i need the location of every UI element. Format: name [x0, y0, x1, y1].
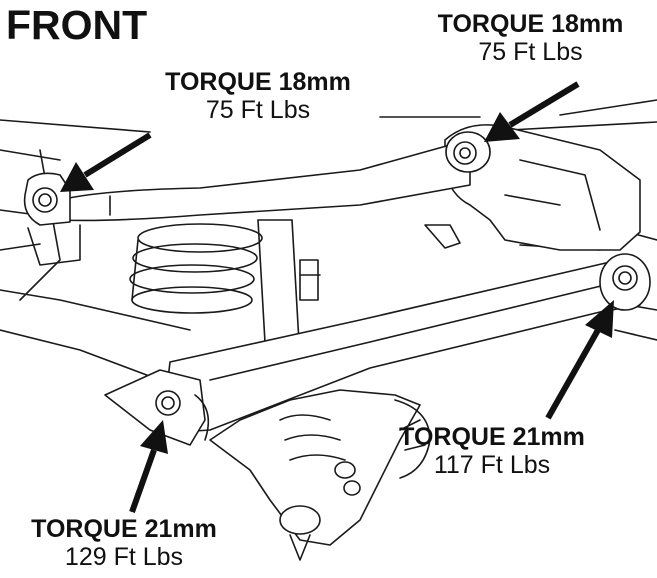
- callout-upper-rear-bolt: TORQUE 18mm 75 Ft Lbs: [408, 10, 653, 66]
- torque-value-label: 129 Ft Lbs: [64, 543, 184, 571]
- torque-size-label: TORQUE 18mm: [437, 10, 624, 38]
- arrow-upper-front: [60, 132, 152, 192]
- bolt-upper-front: [32, 187, 58, 213]
- bolt-upper-rear: [453, 141, 477, 165]
- torque-size-label: TORQUE 21mm: [399, 423, 585, 451]
- upper-control-arm: [23, 131, 491, 266]
- callout-upper-front-bolt: TORQUE 18mm 75 Ft Lbs: [138, 68, 378, 124]
- lower-control-arm: [104, 253, 651, 446]
- coil-spring: [129, 223, 263, 314]
- arrow-lower-rear: [545, 300, 614, 420]
- callout-lower-front-bolt: TORQUE 21mm 129 Ft Lbs: [4, 515, 244, 571]
- torque-value-label: 117 Ft Lbs: [433, 451, 551, 479]
- front-label: FRONT: [6, 2, 148, 48]
- arrow-lower-front: [129, 420, 168, 514]
- callout-lower-rear-bolt: TORQUE 21mm 117 Ft Lbs: [372, 423, 612, 479]
- shock-absorber: [257, 219, 321, 361]
- torque-size-label: TORQUE 21mm: [31, 515, 217, 543]
- steering-knuckle: [209, 389, 431, 561]
- arrow-upper-rear: [484, 81, 580, 142]
- bolt-lower-rear: [612, 265, 638, 291]
- torque-size-label: TORQUE 18mm: [165, 68, 351, 96]
- torque-value-label: 75 Ft Lbs: [478, 38, 583, 66]
- upper-mount-bracket: [424, 124, 641, 251]
- torque-value-label: 75 Ft Lbs: [205, 96, 311, 124]
- bolt-lower-front: [155, 390, 181, 416]
